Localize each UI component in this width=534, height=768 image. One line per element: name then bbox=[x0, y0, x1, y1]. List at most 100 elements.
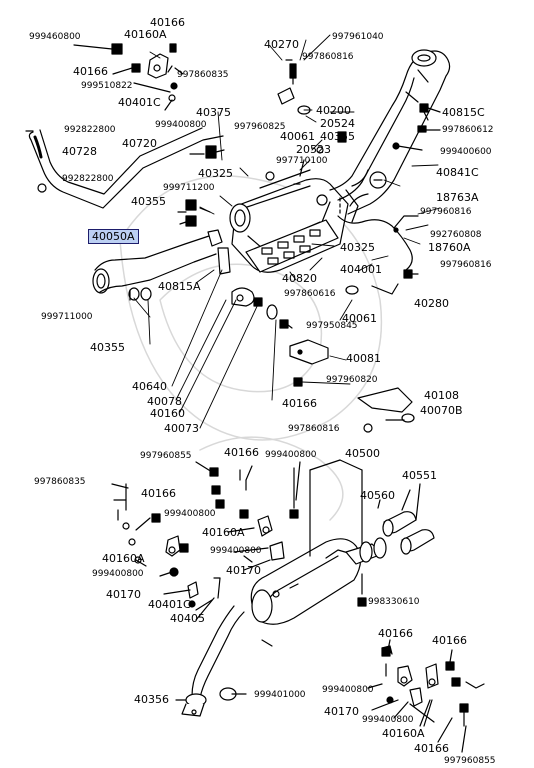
part-label[interactable]: 40108 bbox=[424, 389, 459, 402]
pipe-40720 bbox=[25, 127, 225, 209]
leader-lines bbox=[133, 34, 441, 429]
part-label[interactable]: 40166 bbox=[224, 446, 259, 459]
part-label[interactable]: 998330610 bbox=[368, 597, 420, 607]
part-label[interactable]: 40355 bbox=[90, 341, 125, 354]
part-label[interactable]: 20523 bbox=[296, 143, 331, 156]
part-label[interactable]: 999460800 bbox=[29, 32, 81, 42]
part-label[interactable]: 999400800 bbox=[155, 120, 207, 130]
part-label[interactable]: 40070B bbox=[420, 404, 463, 417]
mid-parts bbox=[217, 247, 419, 433]
part-label[interactable]: 40078 bbox=[147, 395, 182, 408]
part-label[interactable]: 999711200 bbox=[163, 183, 215, 193]
part-label[interactable]: 40551 bbox=[402, 469, 437, 482]
part-label[interactable]: 997860816 bbox=[302, 52, 354, 62]
center-pipe-40200 bbox=[329, 49, 451, 223]
part-label[interactable]: 40160A bbox=[124, 28, 167, 41]
part-label[interactable]: 40375 bbox=[196, 106, 231, 119]
part-label[interactable]: 997961040 bbox=[332, 32, 384, 42]
part-label[interactable]: 999400800 bbox=[362, 715, 414, 725]
part-label[interactable]: 40166 bbox=[378, 627, 413, 640]
part-label[interactable]: 40166 bbox=[282, 397, 317, 410]
part-label[interactable]: 997710100 bbox=[276, 156, 328, 166]
part-label[interactable]: 999400600 bbox=[440, 147, 492, 157]
part-label[interactable]: 20524 bbox=[320, 117, 355, 130]
oxygen-sensor-wire bbox=[337, 193, 419, 271]
part-label[interactable]: 40166 bbox=[432, 634, 467, 647]
part-label[interactable]: 40815A bbox=[158, 280, 201, 293]
top-center-parts bbox=[277, 59, 441, 154]
part-label[interactable]: 997960816 bbox=[440, 260, 492, 270]
part-label[interactable]: 40061 bbox=[342, 312, 377, 325]
part-label[interactable]: 999711000 bbox=[41, 312, 93, 322]
part-label[interactable]: 999400800 bbox=[322, 685, 374, 695]
part-label[interactable]: 992822800 bbox=[62, 174, 114, 184]
part-label[interactable]: 40820 bbox=[282, 272, 317, 285]
part-label[interactable]: 999400800 bbox=[92, 569, 144, 579]
part-label[interactable]: 999400800 bbox=[164, 509, 216, 519]
part-label[interactable]: 40280 bbox=[414, 297, 449, 310]
front-pipe-40050A bbox=[92, 199, 223, 301]
lower-hanger-group bbox=[111, 461, 301, 621]
part-label[interactable]: 992760808 bbox=[430, 230, 482, 240]
part-label[interactable]: 40200 bbox=[316, 104, 351, 117]
part-label[interactable]: 997860835 bbox=[177, 70, 229, 80]
catalytic-converter bbox=[229, 159, 349, 273]
part-label[interactable]: 40170 bbox=[106, 588, 141, 601]
part-label[interactable]: 997960855 bbox=[140, 451, 192, 461]
part-label[interactable]: 40166 bbox=[73, 65, 108, 78]
part-label[interactable]: 997860816 bbox=[288, 424, 340, 434]
part-label[interactable]: 40061 bbox=[280, 130, 315, 143]
part-label[interactable]: 40160A bbox=[382, 727, 425, 740]
part-label[interactable]: 40160A bbox=[102, 552, 145, 565]
inlet-pipe-40356 bbox=[175, 605, 273, 717]
part-label[interactable]: 40166 bbox=[150, 16, 185, 29]
part-label[interactable]: 40270 bbox=[264, 38, 299, 51]
part-label[interactable]: 404001 bbox=[340, 263, 382, 276]
part-label[interactable]: 40166 bbox=[414, 742, 449, 755]
part-label[interactable]: 999401000 bbox=[254, 690, 306, 700]
part-label[interactable]: 999510822 bbox=[81, 81, 133, 91]
part-label[interactable]: 40355 bbox=[131, 195, 166, 208]
part-label[interactable]: 40356 bbox=[134, 693, 169, 706]
part-label[interactable]: 997960816 bbox=[420, 207, 472, 217]
part-label[interactable]: 40160 bbox=[150, 407, 185, 420]
part-label[interactable]: 40170 bbox=[226, 564, 261, 577]
part-label[interactable]: 999400800 bbox=[210, 546, 262, 556]
part-label[interactable]: 997950845 bbox=[306, 321, 358, 331]
part-label[interactable]: 997960855 bbox=[444, 756, 496, 766]
part-label[interactable]: 992822800 bbox=[64, 125, 116, 135]
part-label[interactable]: 40815C bbox=[442, 106, 485, 119]
part-label[interactable]: 997960825 bbox=[234, 122, 286, 132]
part-label[interactable]: 18760A bbox=[428, 241, 471, 254]
part-label-highlighted[interactable]: 40050A bbox=[88, 229, 139, 244]
part-label[interactable]: 40720 bbox=[122, 137, 157, 150]
part-label[interactable]: 40325 bbox=[198, 167, 233, 180]
part-label[interactable]: 997960820 bbox=[326, 375, 378, 385]
part-label[interactable]: 40401C bbox=[118, 96, 161, 109]
part-label[interactable]: 999400800 bbox=[265, 450, 317, 460]
part-label[interactable]: 997860616 bbox=[284, 289, 336, 299]
part-label[interactable]: 40166 bbox=[141, 487, 176, 500]
part-label[interactable]: 997860612 bbox=[442, 125, 494, 135]
muffler-40500 bbox=[250, 459, 367, 625]
part-label[interactable]: 18763A bbox=[436, 191, 479, 204]
part-label[interactable]: 40160A bbox=[202, 526, 245, 539]
part-label[interactable]: 40405 bbox=[170, 612, 205, 625]
part-label[interactable]: 40841C bbox=[436, 166, 479, 179]
part-label[interactable]: 40640 bbox=[132, 380, 167, 393]
part-label[interactable]: 40081 bbox=[346, 352, 381, 365]
tail-pipes bbox=[345, 483, 435, 565]
part-label[interactable]: 40728 bbox=[62, 145, 97, 158]
part-label[interactable]: 40073 bbox=[164, 422, 199, 435]
part-label[interactable]: 997860835 bbox=[34, 477, 86, 487]
heat-shield bbox=[245, 219, 339, 273]
part-label[interactable]: 40355 bbox=[320, 130, 355, 143]
bottom-right-hanger-group bbox=[367, 639, 485, 753]
part-label[interactable]: 40170 bbox=[324, 705, 359, 718]
part-label[interactable]: 40325 bbox=[340, 241, 375, 254]
top-left-hanger-group bbox=[73, 43, 184, 111]
part-label[interactable]: 40500 bbox=[345, 447, 380, 460]
part-label[interactable]: 40560 bbox=[360, 489, 395, 502]
part-label[interactable]: 40401C bbox=[148, 598, 191, 611]
